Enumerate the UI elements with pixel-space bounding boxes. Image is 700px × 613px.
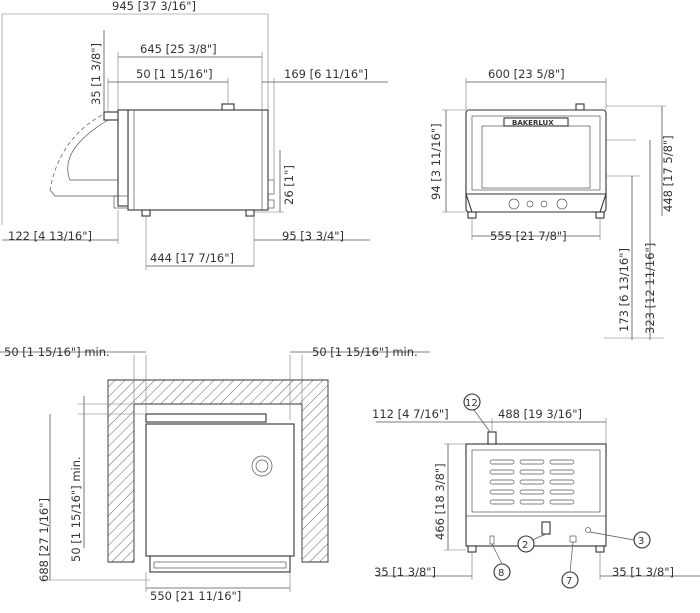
side-view: 945 [37 3/16"] 645 [25 3/8"] 50 [1 15/16… bbox=[1, 0, 388, 270]
callout-2 bbox=[517, 535, 535, 553]
svg-text:2: 2 bbox=[522, 540, 528, 551]
dim-right-depth: 169 [6 11/16"] bbox=[284, 67, 368, 81]
front-foot-left bbox=[467, 211, 477, 219]
dim-feet-span: 444 [17 7/16"] bbox=[150, 251, 234, 265]
top-cabinet bbox=[145, 423, 295, 557]
back-cabinet bbox=[465, 443, 607, 547]
callout-8 bbox=[493, 563, 511, 581]
front-view: BAKERLUX 600 [23 5/8"] 94 [3 11/16"] 448… bbox=[429, 67, 675, 340]
side-door bbox=[117, 109, 129, 207]
callout-7 bbox=[561, 571, 579, 589]
knob-right-icon bbox=[556, 198, 568, 210]
knob-left-icon bbox=[508, 198, 520, 210]
top-dim-left-clearance: 50 [1 15/16"] min. bbox=[4, 345, 110, 359]
front-dim-base-width: 555 [21 7/8"] bbox=[490, 229, 567, 243]
top-dim-depth: 688 [27 1/16"] bbox=[37, 498, 51, 582]
callout-12 bbox=[463, 393, 481, 411]
front-foot-right bbox=[595, 211, 605, 219]
front-dim-height: 448 [17 5/8"] bbox=[661, 135, 675, 212]
top-dim-back-clearance: 50 [1 15/16"] min. bbox=[69, 456, 83, 562]
callout-3 bbox=[633, 531, 651, 549]
back-dim-bottom-right: 35 [1 3/8"] bbox=[612, 565, 674, 579]
back-view: 12 3 2 8 7 112 [4 7/16"] 488 [19 3/16"] … bbox=[372, 393, 700, 589]
back-dim-width: 488 [19 3/16"] bbox=[498, 407, 582, 421]
front-control-panel bbox=[465, 193, 607, 213]
side-cabinet bbox=[127, 109, 269, 211]
back-vents bbox=[489, 459, 575, 505]
open-door-outline bbox=[49, 119, 119, 197]
dim-total-width: 945 [37 3/16"] bbox=[112, 0, 196, 13]
motor-fan-icon bbox=[251, 455, 273, 477]
top-dim-width: 550 [21 11/16"] bbox=[150, 589, 241, 603]
side-foot-left bbox=[141, 209, 151, 217]
dim-foot-height: 26 [1"] bbox=[282, 165, 296, 205]
front-dim-tray-height: 173 [6 13/16"] bbox=[617, 248, 631, 332]
top-vent-outlet bbox=[487, 431, 497, 445]
front-dim-width: 600 [23 5/8"] bbox=[488, 67, 565, 81]
side-foot-right bbox=[245, 209, 255, 217]
water-inlet bbox=[541, 521, 551, 535]
back-dim-bottom-left: 35 [1 3/8"] bbox=[374, 565, 436, 579]
dim-top-offset: 50 [1 15/16"] bbox=[136, 67, 213, 81]
power-connector-icon bbox=[585, 527, 591, 533]
door-handle bbox=[103, 111, 119, 121]
top-front-tray bbox=[149, 555, 291, 573]
top-door bbox=[145, 413, 267, 423]
back-dim-left-offset: 112 [4 7/16"] bbox=[372, 407, 449, 421]
button-2-icon bbox=[540, 200, 548, 208]
top-dim-right-clearance: 50 [1 15/16"] min. bbox=[312, 345, 418, 359]
button-1-icon bbox=[526, 200, 534, 208]
front-dim-interior-height: 323 [12 11/16"] bbox=[643, 243, 657, 334]
dim-left-bottom: 122 [4 13/16"] bbox=[8, 229, 92, 243]
dim-right-bottom: 95 [3 3/4"] bbox=[282, 229, 344, 243]
svg-text:7: 7 bbox=[566, 576, 572, 587]
dim-left-vertical: 35 [1 3/8"] bbox=[89, 43, 103, 105]
door-swing-arc bbox=[49, 111, 109, 191]
top-view: 50 [1 15/16"] min. 50 [1 15/16"] min. 50… bbox=[0, 345, 430, 603]
svg-text:3: 3 bbox=[638, 536, 644, 547]
top-vent bbox=[221, 103, 235, 111]
front-brand: BAKERLUX bbox=[512, 119, 554, 127]
svg-text:8: 8 bbox=[498, 568, 504, 579]
front-brand-plate bbox=[503, 117, 569, 127]
back-dim-height: 466 [18 3/8"] bbox=[433, 463, 447, 540]
front-dim-panel-height: 94 [3 11/16"] bbox=[429, 123, 443, 200]
dim-body-width: 645 [25 3/8"] bbox=[140, 42, 217, 56]
svg-text:12: 12 bbox=[465, 398, 478, 409]
